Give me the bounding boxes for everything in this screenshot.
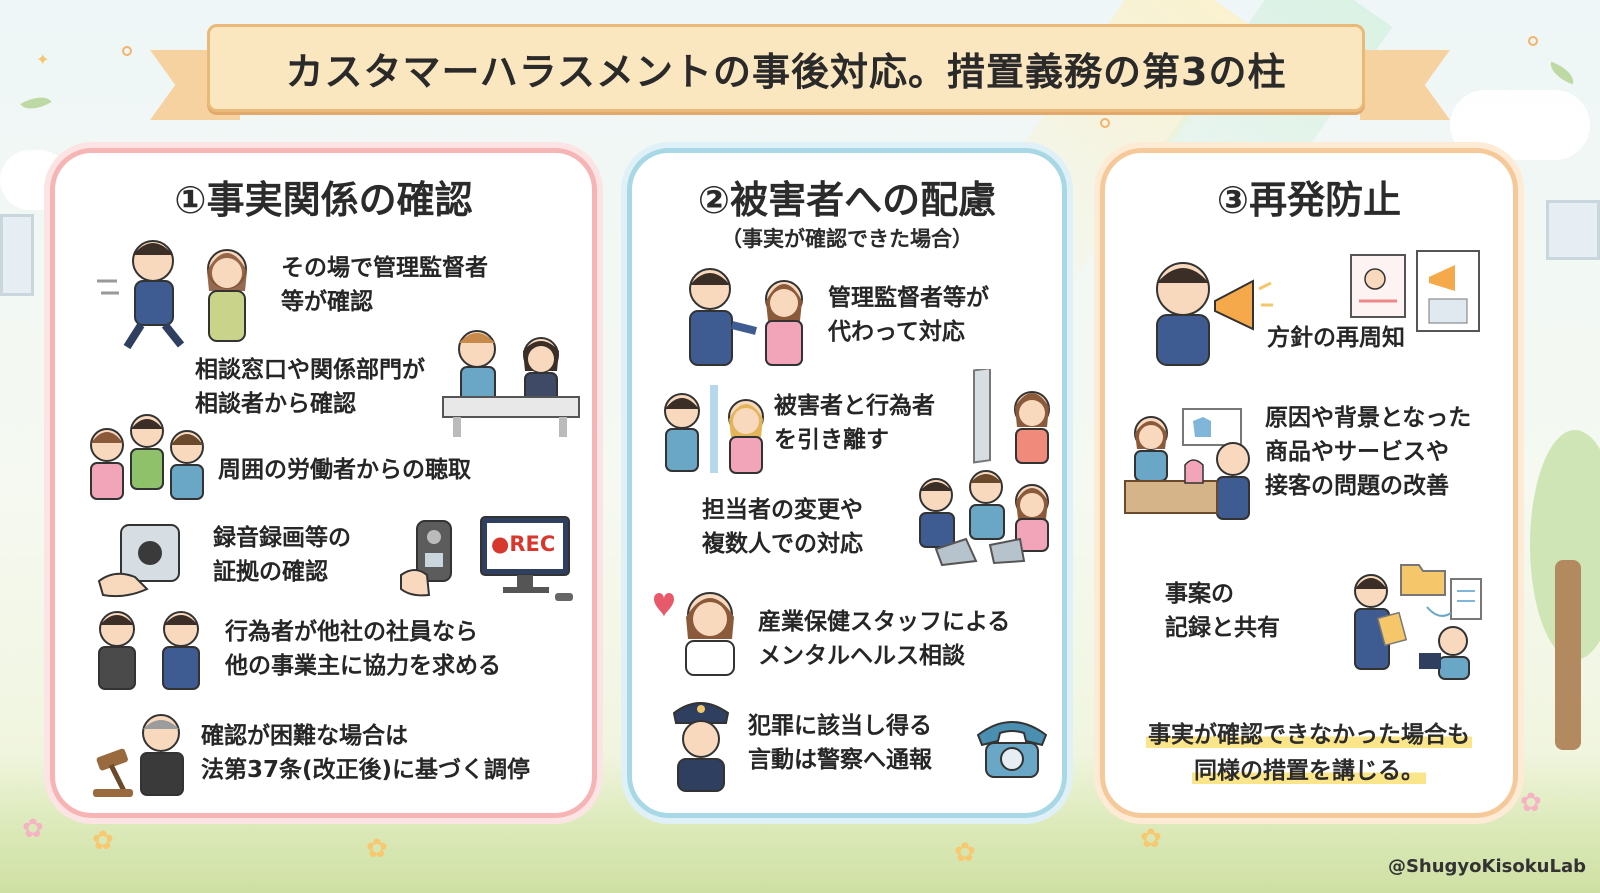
- flower-icon: ✿: [22, 814, 44, 844]
- circle-decoration: [1100, 118, 1110, 128]
- item-text: 被害者と行為者を引き離す: [774, 393, 935, 453]
- recorder-tablet-icon: [97, 524, 180, 598]
- item-text: 管理監督者等が代わって対応: [828, 285, 989, 345]
- manager-stepping-in-icon: [689, 268, 803, 366]
- partition-and-person-icon: [973, 369, 1050, 464]
- circle-decoration: [122, 46, 132, 56]
- item-text: 原因や背景となった商品やサービスや接客の問題の改善: [1265, 405, 1472, 499]
- rec-label: ●REC: [491, 532, 556, 556]
- sparkle-icon: ✦: [36, 50, 50, 69]
- item-text: 相談窓口や関係部門が相談者から確認: [195, 357, 425, 417]
- leaf-decoration: [20, 89, 52, 117]
- item-text: 確認が困難な場合は法第37条(改正後)に基づく調停: [201, 723, 531, 783]
- window-decoration: [0, 214, 34, 296]
- flower-icon: ✿: [954, 838, 976, 868]
- panel-prevention: ③再発防止 方針の再周知 原因や背景となった商品やサービスや接客の問題の改善 事…: [1100, 148, 1518, 818]
- megaphone-announcer-icon: [1156, 262, 1273, 366]
- author-watermark: @ShugyoKisokuLab: [1387, 856, 1586, 877]
- team-with-laptops-icon: [919, 470, 1049, 567]
- flower-icon: ✿: [1520, 788, 1542, 818]
- leaf-decoration: [1546, 61, 1578, 85]
- panel-fact-check: ①事実関係の確認 その場で管理監督者等が確認 相談窓口や関係部門が相談者から確認: [50, 148, 597, 818]
- coworkers-group-icon: [90, 414, 204, 500]
- item-text: 周囲の労働者からの聴取: [218, 457, 471, 483]
- panel-heading: ③再発防止: [1216, 178, 1402, 222]
- two-businessmen-icon: [98, 611, 200, 690]
- flower-icon: ✿: [1140, 824, 1162, 854]
- mediator-gavel-icon: [93, 714, 184, 797]
- item-text: その場で管理監督者等が確認: [281, 255, 488, 315]
- manager-running-icon: [97, 240, 247, 350]
- shop-counter-icon: [1124, 408, 1250, 520]
- banner-ribbon-right: [1360, 50, 1450, 120]
- flower-icon: ✿: [92, 826, 114, 856]
- title-banner: カスタマーハラスメントの事後対応。措置義務の第3の柱: [207, 24, 1365, 112]
- page-title: カスタマーハラスメントの事後対応。措置義務の第3の柱: [285, 49, 1287, 94]
- item-text: 担当者の変更や複数人での対応: [702, 497, 863, 557]
- health-staff-icon: [654, 592, 735, 676]
- records-sharing-icon: [1354, 564, 1482, 680]
- tree-trunk: [1555, 560, 1581, 750]
- item-text: 行為者が他社の社員なら他の事業主に協力を求める: [225, 619, 501, 679]
- item-text: 産業保健スタッフによるメンタルヘルス相談: [758, 609, 1011, 669]
- telephone-icon: [976, 721, 1048, 778]
- window-decoration: [1546, 200, 1600, 260]
- circle-decoration: [1528, 36, 1538, 46]
- item-text: 事案の記録と共有: [1165, 581, 1280, 641]
- police-officer-icon: [672, 702, 730, 792]
- panel-heading: ②被害者への配慮: [697, 178, 997, 222]
- voice-recorder-icon: [400, 520, 452, 597]
- flower-icon: ✿: [366, 834, 388, 864]
- note-line: 事実が確認できなかった場合も: [1146, 722, 1472, 748]
- item-text: 方針の再周知: [1267, 325, 1405, 351]
- note-line: 同様の措置を講じる。: [1192, 758, 1426, 784]
- item-text: 録音録画等の証拠の確認: [213, 525, 351, 585]
- separated-victim-icon: [664, 385, 764, 474]
- posters-icon: [1350, 250, 1480, 332]
- panel-heading: ①事実関係の確認: [174, 178, 473, 222]
- consultation-desk-icon: [442, 330, 580, 437]
- item-text: 犯罪に該当し得る言動は警察へ通報: [748, 713, 932, 773]
- panel-victim-care: ②被害者への配慮 （事実が確認できた場合） 管理監督者等が代わって対応 被害者と…: [627, 148, 1067, 818]
- rec-monitor-icon: [480, 516, 573, 601]
- panel-subheading: （事実が確認できた場合）: [721, 227, 973, 251]
